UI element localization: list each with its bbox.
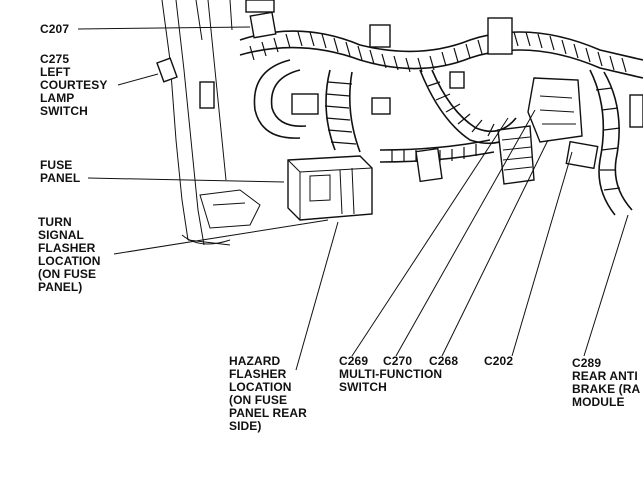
label-c275-left-courtesy-lamp-switch: C275 LEFT COURTESY LAMP SWITCH <box>40 52 108 118</box>
label-multi-function-switch: MULTI-FUNCTION SWITCH <box>339 367 443 394</box>
label-turn-signal-flasher-location: TURN SIGNAL FLASHER LOCATION (ON FUSE PA… <box>38 215 101 294</box>
fuse-panel-box <box>287 155 373 221</box>
connectors <box>156 0 643 185</box>
label-c207: C207 <box>40 22 70 36</box>
label-c269: C269 <box>339 354 369 368</box>
label-c268: C268 <box>429 354 459 368</box>
label-fuse-panel: FUSE PANEL <box>40 158 81 185</box>
leader-lines <box>77 26 629 371</box>
label-hazard-flasher-location: HAZARD FLASHER LOCATION (ON FUSE PANEL R… <box>229 354 307 433</box>
label-c202: C202 <box>484 354 514 368</box>
main-harness <box>239 30 643 216</box>
label-c289-rear-anti-brake-module: C289 REAR ANTI BRAKE (RA MODULE <box>572 356 641 409</box>
label-c270: C270 <box>383 354 413 368</box>
dash-panel-outline <box>161 0 261 246</box>
